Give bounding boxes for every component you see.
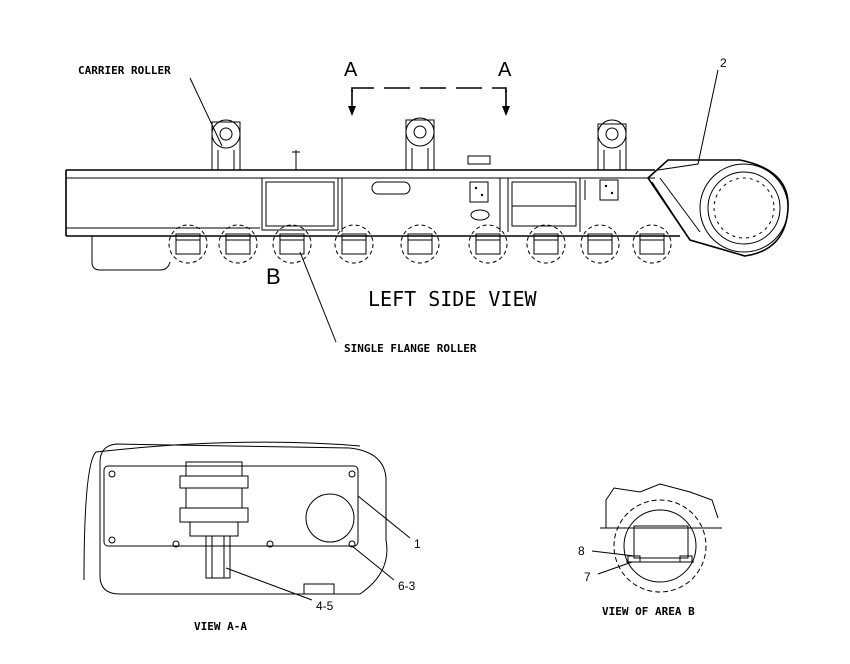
track-roller-9 bbox=[632, 224, 672, 264]
callout-8-leader bbox=[591, 550, 635, 557]
callout-6-3-leader bbox=[351, 545, 395, 581]
track-roller-5 bbox=[400, 224, 440, 264]
front-idler bbox=[646, 159, 789, 257]
track-roller-3 bbox=[272, 224, 312, 264]
track-roller-1 bbox=[168, 224, 208, 264]
track-roller-7 bbox=[526, 224, 566, 264]
track-roller-6 bbox=[468, 224, 508, 264]
callout-2-leader bbox=[657, 69, 719, 171]
single-flange-roller-leader bbox=[299, 251, 337, 343]
callout-1-leader bbox=[357, 495, 411, 539]
carrier-roller-leader bbox=[189, 77, 223, 147]
track-roller-4 bbox=[334, 224, 374, 264]
callout-b-label: B bbox=[266, 264, 281, 289]
view-a-a-drawing bbox=[83, 441, 388, 595]
view-of-area-b-drawing bbox=[600, 483, 722, 593]
callout-7-label: 7 bbox=[584, 570, 591, 584]
section-a-left-label: A bbox=[344, 59, 358, 81]
callout-7-leader bbox=[597, 561, 633, 575]
carrier-roller-3 bbox=[597, 119, 627, 171]
track-rollers bbox=[168, 224, 672, 264]
left-side-view-drawing bbox=[65, 150, 680, 271]
single-flange-roller-label: SINGLE FLANGE ROLLER bbox=[344, 342, 477, 355]
callout-2-label: 2 bbox=[720, 56, 727, 70]
left-side-view-title: LEFT SIDE VIEW bbox=[368, 287, 538, 311]
callout-6-3-label: 6-3 bbox=[398, 579, 416, 593]
track-roller-2 bbox=[218, 224, 258, 264]
view-a-a-title: VIEW A-A bbox=[194, 620, 247, 633]
track-roller-8 bbox=[580, 224, 620, 264]
callout-8-label: 8 bbox=[578, 544, 585, 558]
section-a-a-indicator bbox=[348, 87, 510, 116]
carrier-roller-1 bbox=[211, 119, 241, 171]
callout-4-5-leader bbox=[225, 567, 313, 601]
carrier-roller-2 bbox=[405, 117, 435, 171]
carrier-roller-label: CARRIER ROLLER bbox=[78, 64, 171, 77]
callout-1-label: 1 bbox=[414, 537, 421, 551]
view-of-area-b-title: VIEW OF AREA B bbox=[602, 605, 695, 618]
section-a-right-label: A bbox=[498, 59, 512, 81]
callout-4-5-label: 4-5 bbox=[316, 599, 334, 613]
